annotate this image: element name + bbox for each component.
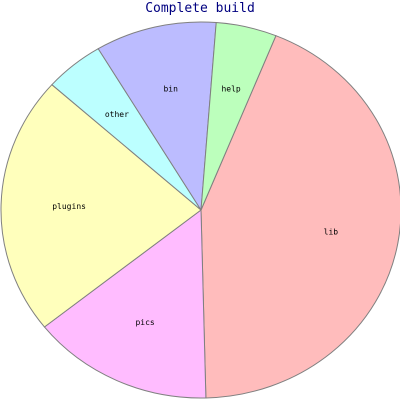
slice-label-plugins: plugins [52, 202, 86, 211]
slice-label-help: help [221, 85, 240, 94]
pie-slice-pics [43, 209, 207, 399]
slice-label-other: other [105, 110, 129, 119]
slice-label-lib: lib [324, 228, 339, 237]
pie-slice-plugins [0, 84, 202, 328]
slice-label-pics: pics [135, 318, 154, 327]
pie-slice-bin [97, 21, 217, 212]
pie-slice-lib [200, 35, 400, 399]
chart-title: Complete build [145, 1, 255, 16]
slice-label-bin: bin [163, 85, 178, 94]
pie-slice-help [200, 22, 277, 211]
